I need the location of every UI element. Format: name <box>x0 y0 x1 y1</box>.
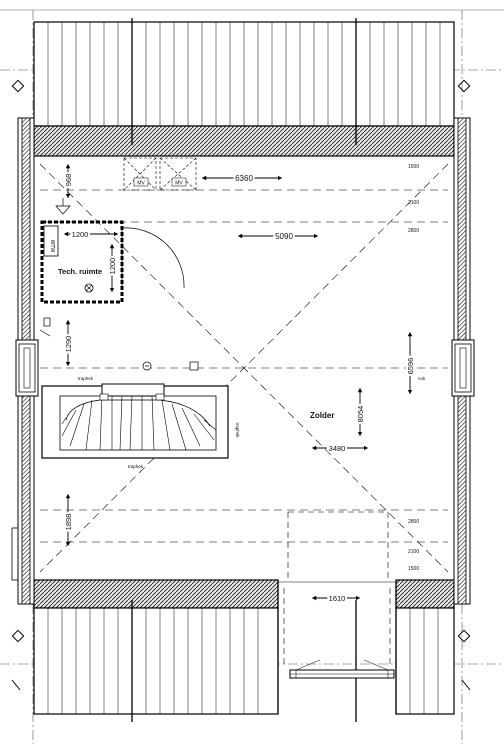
tech-room <box>40 220 185 304</box>
attic-label: Zolder <box>310 411 334 420</box>
stair-opening <box>41 383 229 459</box>
height-1500-bottom: 1500 <box>408 566 419 572</box>
top-roof <box>33 18 455 157</box>
bottom-dormer-side-dashes <box>283 588 391 664</box>
nok-label: nok <box>418 376 426 381</box>
dimension-arrows <box>63 163 413 601</box>
dim-1200-horizontal: 1200 <box>72 230 89 239</box>
dim-6360: 6360 <box>235 174 253 183</box>
roof-dash-lines <box>39 163 449 580</box>
dim-8054: 8054 <box>356 406 365 423</box>
height-2800-top: 2800 <box>408 228 419 234</box>
bottom-dormer <box>277 580 397 714</box>
traphek-bottom-label: traphek <box>128 464 144 469</box>
traphek-top-label: traphek <box>78 376 94 381</box>
tech-room-label: Tech. ruimte <box>58 267 102 276</box>
height-2100-bottom: 2100 <box>408 549 419 555</box>
dormer-windows <box>15 339 475 397</box>
dim-1200-vertical: 1200 <box>108 258 117 275</box>
wtw-label: WTW <box>49 240 55 253</box>
mv-label-1: MV <box>137 181 145 187</box>
dim-968: 968 <box>64 174 73 187</box>
height-1500-top: 1500 <box>408 164 419 170</box>
dim-1290: 1290 <box>64 336 73 353</box>
skylights <box>123 157 197 191</box>
fixtures <box>39 198 199 371</box>
dim-1610: 1610 <box>329 594 346 603</box>
height-2800-bottom: 2800 <box>408 519 419 525</box>
mv-label-2: MV <box>175 181 183 187</box>
height-2100-top: 2100 <box>408 200 419 206</box>
traphek-side-label: traphek <box>235 422 240 438</box>
dim-1898: 1898 <box>64 514 73 531</box>
bottom-roof <box>33 579 455 722</box>
dim-5090: 5090 <box>275 232 293 241</box>
dim-6596: 6596 <box>406 358 415 375</box>
dim-3480: 3480 <box>329 444 346 453</box>
